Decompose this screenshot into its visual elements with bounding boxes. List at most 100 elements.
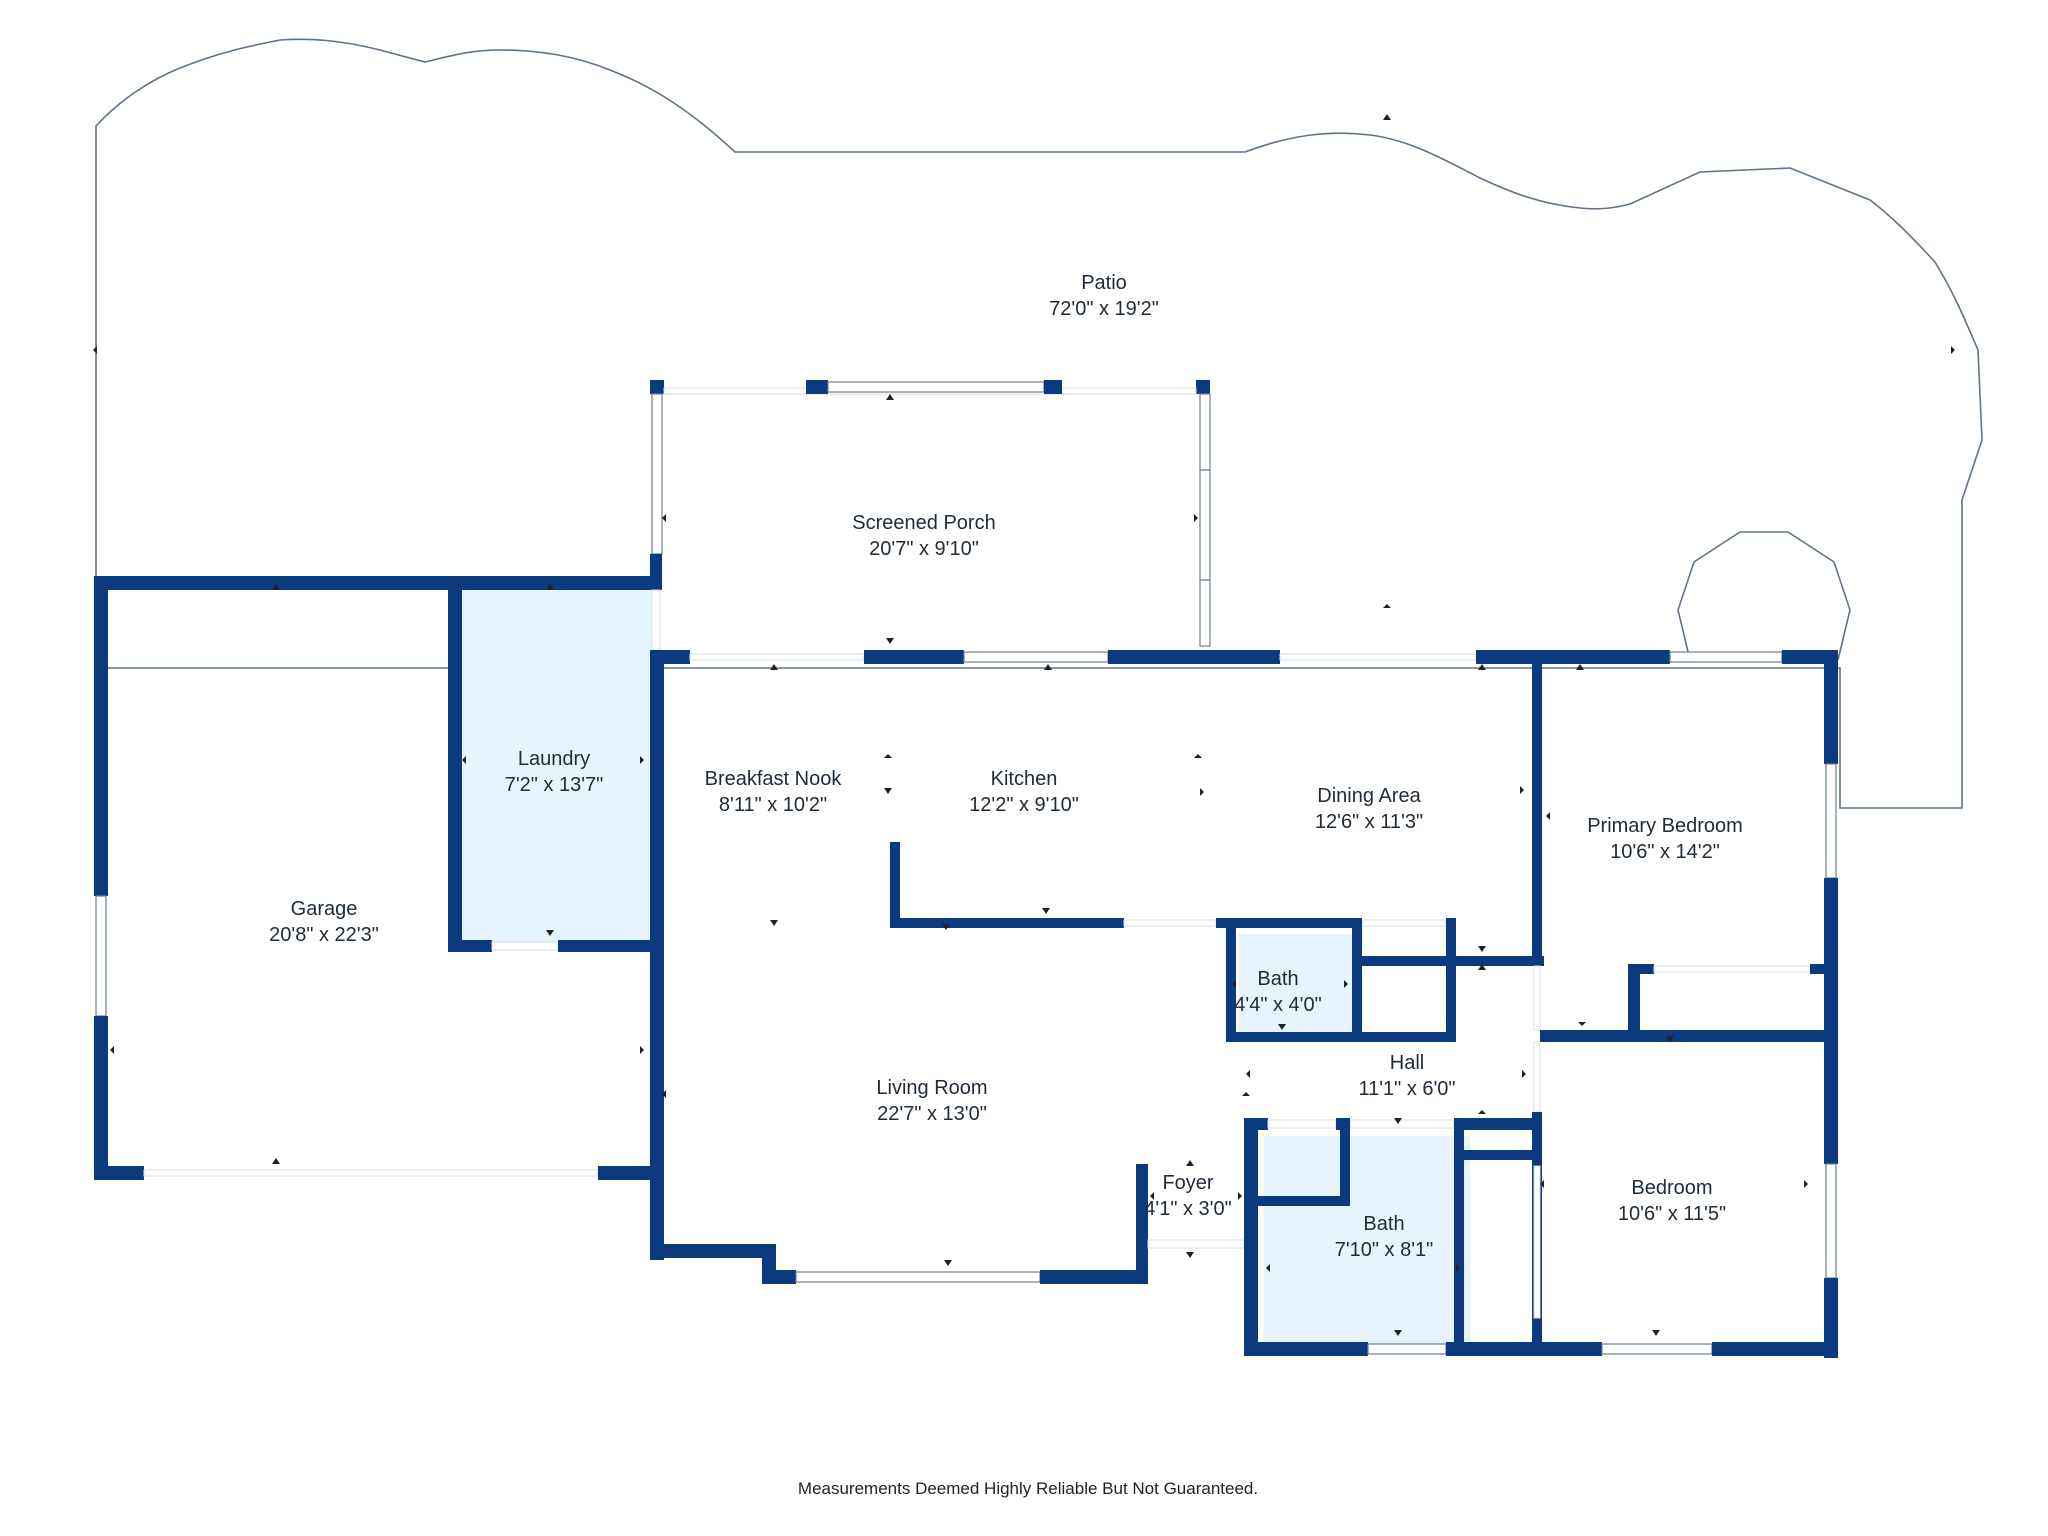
garage-dims: 20'8" x 22'3": [269, 924, 379, 946]
bedroom-door[interactable]: [1533, 1165, 1541, 1319]
porch-top-wall-a: [806, 380, 828, 394]
primary-right-window[interactable]: [1825, 763, 1837, 879]
direction-markers: [93, 114, 1955, 1336]
bath-small-dims: 4'4" x 4'0": [1234, 994, 1321, 1016]
laundry-door[interactable]: [491, 941, 559, 951]
bath-main-floor: [1264, 1136, 1470, 1348]
laundry-left-wall: [448, 576, 462, 952]
bath-main-inner-h: [1244, 1196, 1350, 1206]
garage-door-opening[interactable]: [143, 1169, 599, 1177]
porch-top-wall-b: [1044, 380, 1062, 394]
porch-right-window-b[interactable]: [1199, 469, 1211, 581]
main-right-wall-b: [1824, 878, 1838, 1164]
south-wall-b: [1446, 1342, 1602, 1356]
garage-bottom-wall-a: [94, 1166, 144, 1180]
bedroom-bottom-window[interactable]: [1601, 1343, 1713, 1355]
garage-label: Garage: [291, 898, 358, 920]
primary-closet-wall-h2: [1810, 964, 1824, 974]
porch-corner-tl: [650, 380, 664, 394]
garage-bottom-wall-b: [598, 1166, 658, 1180]
living-room-label: Living Room: [876, 1077, 987, 1099]
closet-bottom-wall: [1362, 1032, 1456, 1042]
bath-small-right-wall: [1352, 918, 1362, 1042]
bath-small-bottom-wall: [1226, 1032, 1362, 1042]
porch-corner-tr: [1196, 380, 1210, 394]
patio-dims: 72'0" x 19'2": [1049, 298, 1159, 320]
laundry-porch-opening[interactable]: [651, 589, 661, 651]
bath-main-top-wall-a: [1244, 1118, 1268, 1130]
primary-top-window[interactable]: [1669, 651, 1783, 663]
bath-main-label: Bath: [1363, 1213, 1404, 1235]
kitchen-peninsula-h: [890, 918, 1124, 928]
laundry-floor: [460, 590, 654, 944]
bath-main-door[interactable]: [1349, 1119, 1455, 1129]
living-bottom-wall-c: [1040, 1270, 1148, 1284]
nook-opening[interactable]: [689, 653, 865, 661]
hall-dims: 11'1" x 6'0": [1358, 1078, 1455, 1100]
linen-closet-wall: [1454, 1150, 1542, 1160]
dining-opening[interactable]: [1279, 653, 1477, 661]
living-room-dims: 22'7" x 13'0": [877, 1103, 987, 1125]
bath-small-top-wall: [1216, 918, 1362, 928]
living-front-window[interactable]: [795, 1271, 1041, 1283]
patio-outline: [95, 38, 1983, 809]
kitchen-peninsula-v: [890, 842, 900, 928]
kitchen-bath-gap: [1123, 919, 1217, 927]
kitchen-top-window[interactable]: [963, 651, 1109, 663]
main-top-wall-c: [1108, 650, 1280, 664]
living-bottom-wall-a: [650, 1244, 774, 1258]
hall-top-wall: [1352, 956, 1544, 966]
main-left-wall: [650, 650, 664, 1260]
garage-left-wall-low: [94, 1016, 108, 1180]
screened-porch-dims: 20'7" x 9'10": [869, 538, 979, 560]
porch-right-window-c[interactable]: [1199, 579, 1211, 647]
primary-bedroom-label: Primary Bedroom: [1587, 815, 1743, 837]
closet-right-wall: [1446, 918, 1456, 1042]
foyer-label: Foyer: [1162, 1172, 1213, 1194]
porch-top-window[interactable]: [827, 381, 1045, 393]
breakfast-nook-label: Breakfast Nook: [705, 768, 843, 790]
main-right-wall-c: [1824, 1278, 1838, 1358]
living-bottom-wall-b: [762, 1270, 796, 1284]
garage-left-wall: [94, 576, 108, 896]
screened-porch-label: Screened Porch: [852, 512, 995, 534]
bath-main-left-wall: [1244, 1124, 1258, 1356]
main-top-wall-b: [864, 650, 964, 664]
main-top-wall-d: [1476, 650, 1670, 664]
porch-right-window-a[interactable]: [1199, 393, 1211, 471]
primary-door[interactable]: [1533, 965, 1541, 1031]
kitchen-dims: 12'2" x 9'10": [969, 794, 1079, 816]
hall-right-opening: [1533, 1041, 1541, 1113]
primary-closet-opening[interactable]: [1653, 965, 1811, 973]
bath-main-top-wall-c: [1454, 1118, 1542, 1130]
south-wall-c: [1712, 1342, 1838, 1356]
bay-outline: [1677, 531, 1851, 661]
breakfast-nook-dims: 8'11" x 10'2": [719, 794, 827, 816]
primary-closet-wall-v: [1628, 964, 1640, 1036]
porch-left-window[interactable]: [651, 393, 663, 555]
patio-label: Patio: [1081, 272, 1127, 294]
laundry-dims: 7'2" x 13'7": [505, 774, 604, 796]
bath-main-window[interactable]: [1367, 1343, 1447, 1355]
front-door[interactable]: [1147, 1239, 1245, 1249]
foyer-left-wall: [1136, 1164, 1148, 1284]
primary-bedroom-dims: 10'6" x 14'2": [1610, 841, 1720, 863]
hall-label: Hall: [1390, 1052, 1424, 1074]
bath-small-left-wall: [1226, 918, 1236, 1038]
main-right-wall-a: [1824, 650, 1838, 764]
dining-area-label: Dining Area: [1317, 785, 1421, 807]
bath-small-floor: [1238, 934, 1352, 1036]
south-wall-a: [1244, 1342, 1368, 1356]
main-top-wall-a: [650, 650, 690, 664]
garage-top-wall: [94, 576, 654, 590]
bedroom-dims: 10'6" x 11'5": [1618, 1203, 1726, 1225]
bedroom-right-window[interactable]: [1825, 1163, 1837, 1279]
closet-top-gap: [1361, 919, 1447, 927]
laundry-label: Laundry: [518, 748, 590, 770]
dining-area-dims: 12'6" x 11'3": [1315, 811, 1423, 833]
dining-right-wall: [1532, 650, 1542, 966]
measurement-disclaimer: Measurements Deemed Highly Reliable But …: [798, 1479, 1258, 1498]
bath-small-label: Bath: [1257, 968, 1298, 990]
garage-left-window[interactable]: [95, 895, 107, 1017]
